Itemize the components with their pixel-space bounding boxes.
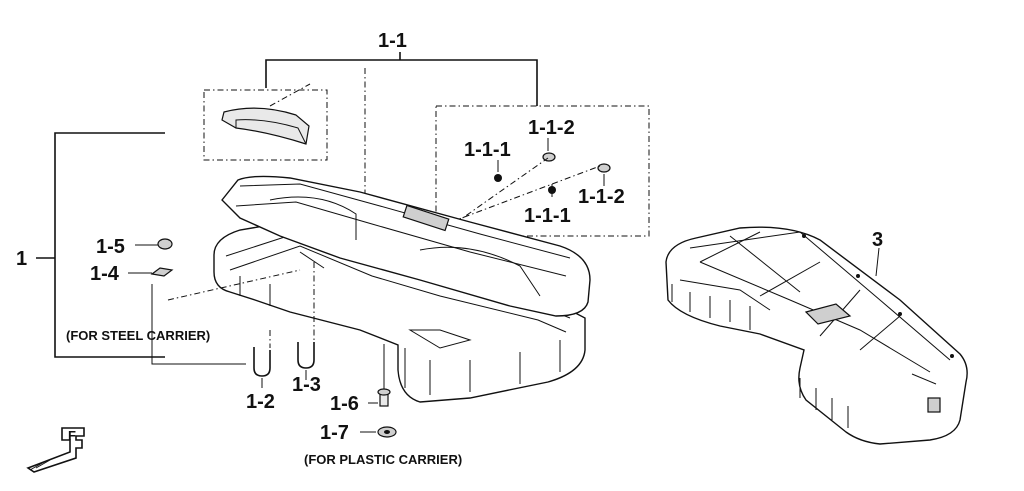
label-1-6: 1-6 [330,393,359,415]
label-1-3: 1-3 [292,374,321,396]
cargo-bag-body [665,226,968,445]
front-indicator-letter: F [68,428,76,443]
washer-1-5 [157,238,173,250]
grommet-1-1-2-lower [597,163,611,173]
front-arrow-icon [26,427,85,473]
label-1-5: 1-5 [96,236,125,258]
box-lid [221,175,591,317]
label-1-2: 1-2 [246,391,275,413]
storage-box-exploded [213,175,591,403]
cargo-bag-handle [804,303,852,325]
pad-inset-box [203,83,328,161]
label-1-1-1-lower: 1-1-1 [524,205,571,227]
nut-1-1-1-upper [494,174,502,182]
cargo-bag-buckle [927,397,941,413]
label-1-1-2-lower: 1-1-2 [578,186,625,208]
note-plastic-carrier: (FOR PLASTIC CARRIER) [304,452,462,467]
label-1-1: 1-1 [378,30,407,52]
cushion-pad [221,107,310,145]
note-steel-carrier: (FOR STEEL CARRIER) [66,328,210,343]
u-bolt-1-3 [297,342,315,369]
label-1-1-2-upper: 1-1-2 [528,117,575,139]
lid-latch [402,204,450,232]
label-1: 1 [16,248,27,270]
cargo-bag-3 [665,226,968,445]
label-1-4: 1-4 [90,263,120,285]
plate-1-4 [150,267,174,277]
label-1-1-1-upper: 1-1-1 [464,139,511,161]
label-3: 3 [872,229,883,251]
sub-assembly-1-1-bracket [265,52,538,106]
label-1-7: 1-7 [320,422,349,444]
box-base [213,219,586,403]
assembly-1-bracket [36,132,165,358]
u-bolt-1-2 [253,347,271,377]
